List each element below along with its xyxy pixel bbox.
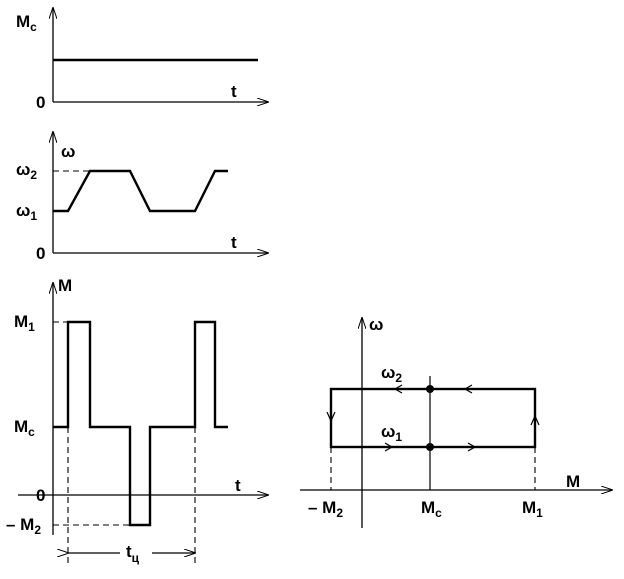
p4-m1-label: M1 (522, 498, 543, 520)
p4-y-axis-label: ω (369, 315, 383, 334)
p4-omega1-label: ω1 (381, 422, 402, 444)
p4-arrow-left (326, 411, 336, 423)
p2-speed-curve (53, 169, 228, 213)
p4-mc-label: Mc (421, 498, 442, 520)
p4-omega2-label: ω2 (381, 363, 402, 385)
p3-cycle-label: tц (126, 542, 140, 565)
p3-y-axis-label: M (58, 276, 72, 295)
p4-arrow-bottom-2 (467, 442, 477, 452)
p2-origin-label: 0 (36, 244, 45, 263)
p4-arrow-top-2 (463, 384, 473, 394)
p4-arrow-bottom-1 (384, 442, 394, 452)
p3-neg-m2-label: – M2 (6, 515, 41, 537)
p4-x-axis-label: M (566, 472, 580, 491)
panel-mechanical-characteristic: ω M ω2 ω1 – M2 Mc M1 (300, 315, 612, 528)
p2-x-axis-label: t (231, 233, 237, 252)
p3-m1-label: M1 (14, 312, 35, 334)
p4-point-omega2 (426, 385, 434, 393)
p4-arrow-right (530, 414, 540, 426)
p3-cycle-label-bg (120, 540, 152, 568)
p3-mc-label: Mc (14, 417, 35, 439)
panel-torque: M M1 Mc 0 – M2 t tц (6, 276, 268, 568)
panel-load-torque: Mc 0 t (16, 8, 268, 112)
p4-neg-m2-label: – M2 (308, 498, 343, 520)
panel-speed: ω ω2 ω1 0 t (16, 132, 268, 263)
p3-origin-label: 0 (36, 486, 45, 505)
p1-y-axis-label: Mc (16, 12, 37, 34)
p3-torque-curve (53, 320, 228, 527)
p1-origin-label: 0 (36, 93, 45, 112)
p2-y-axis-label: ω (61, 142, 75, 161)
p4-arrow-top-1 (393, 384, 403, 394)
p3-x-axis-label: t (235, 476, 241, 495)
p4-point-omega1 (426, 443, 434, 451)
p2-omega2-label: ω2 (16, 160, 37, 182)
p1-x-axis-label: t (231, 82, 237, 101)
p2-omega1-label: ω1 (16, 201, 37, 223)
